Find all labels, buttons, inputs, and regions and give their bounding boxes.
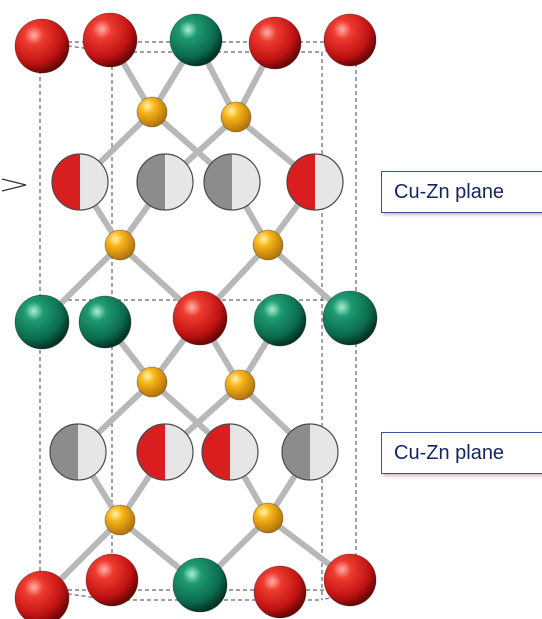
atom-half-right <box>80 154 108 210</box>
atom-half-right <box>310 424 338 480</box>
atom-half-left <box>287 154 315 210</box>
yellow-atom <box>224 369 256 401</box>
atom-half-right <box>232 154 260 210</box>
atom-outline <box>49 423 107 481</box>
yellow-atom <box>104 504 136 536</box>
cell-edge <box>39 589 113 601</box>
atom-half-left <box>202 424 230 480</box>
atom-outline <box>136 153 194 211</box>
yellow-atom <box>220 101 252 133</box>
atom-half-left <box>204 154 232 210</box>
red-atom <box>323 13 377 67</box>
atom-half-left <box>50 424 78 480</box>
yellow-atom <box>104 229 136 261</box>
green-atom <box>14 294 70 350</box>
atom-outline <box>51 153 109 211</box>
yellow-atom <box>136 366 168 398</box>
red-atom <box>14 18 70 74</box>
split-atom-gray-white <box>203 153 261 211</box>
red-atom <box>82 12 138 68</box>
split-atom-gray-white <box>281 423 339 481</box>
yellow-atom <box>252 502 284 534</box>
red-atom <box>14 570 70 619</box>
split-atom-red-white <box>136 423 194 481</box>
green-atom <box>253 293 307 347</box>
red-atom <box>172 290 228 346</box>
yellow-atom <box>136 96 168 128</box>
split-atom-red-white <box>201 423 259 481</box>
atom-outline <box>281 423 339 481</box>
red-atom <box>248 16 302 70</box>
atom-half-right <box>165 424 193 480</box>
red-atom <box>253 565 307 619</box>
green-atom <box>172 557 228 613</box>
atom-outline <box>286 153 344 211</box>
red-atom <box>323 553 377 607</box>
atom-half-left <box>52 154 80 210</box>
atom-outline <box>203 153 261 211</box>
split-atom-gray-white <box>136 153 194 211</box>
atom-half-left <box>282 424 310 480</box>
split-atom-red-white <box>51 153 109 211</box>
arrow-icon <box>1 178 27 192</box>
atom-half-right <box>315 154 343 210</box>
atom-half-right <box>165 154 193 210</box>
green-atom <box>78 295 132 349</box>
red-atom <box>85 553 139 607</box>
split-atom-gray-white <box>49 423 107 481</box>
atom-half-left <box>137 424 165 480</box>
green-atom <box>322 290 378 346</box>
yellow-atom <box>252 229 284 261</box>
atom-half-left <box>137 154 165 210</box>
green-atom <box>169 13 223 67</box>
atoms <box>14 12 378 619</box>
atom-outline <box>136 423 194 481</box>
split-atom-red-white <box>286 153 344 211</box>
atom-half-right <box>78 424 106 480</box>
cu-zn-plane-label-bottom: Cu-Zn plane <box>381 432 542 474</box>
cu-zn-plane-label-top: Cu-Zn plane <box>381 171 542 213</box>
atom-half-right <box>230 424 258 480</box>
atom-outline <box>201 423 259 481</box>
cell-edge <box>39 41 113 53</box>
